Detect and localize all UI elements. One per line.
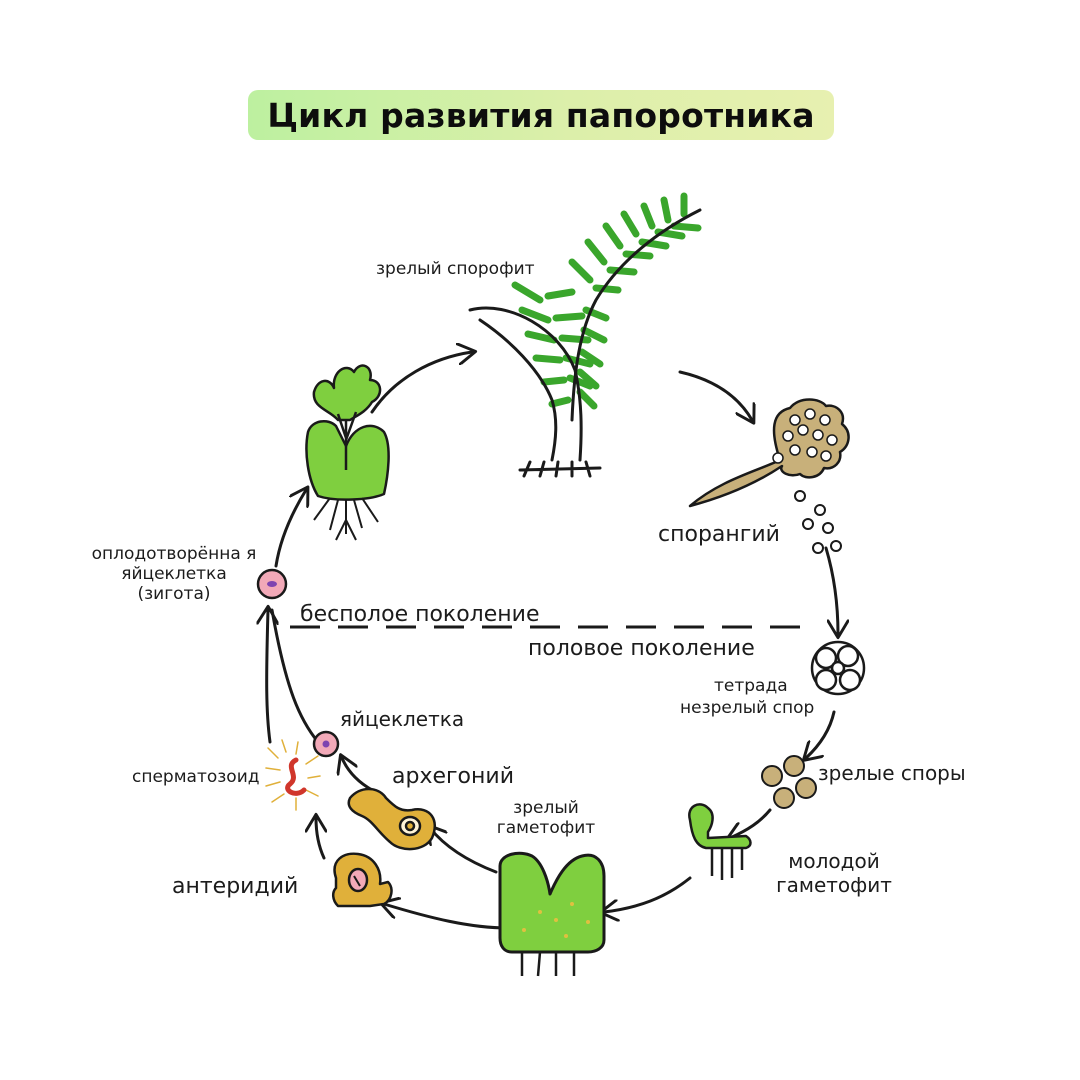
label-sexual-generation: половое поколение <box>528 636 755 661</box>
arrow-to-antheridium <box>384 904 510 930</box>
young-gametophyte-drawing <box>688 803 752 880</box>
arrow-to-sporangium <box>678 370 752 420</box>
sperm-drawing <box>265 739 321 811</box>
arrow-to-archegonium <box>430 828 498 874</box>
label-asexual-generation: бесполое поколение <box>300 602 540 627</box>
label-immature-spores: незрелый спор <box>680 698 815 718</box>
label-zygote: оплодотворённа я яйцеклетка (зигота) <box>91 544 257 605</box>
egg-cell-drawing <box>312 730 340 758</box>
arrow-to-young-gametophyte <box>730 808 772 838</box>
archegonium-drawing <box>347 787 437 851</box>
arrow-zygote-to-young-sporophyte <box>274 490 306 568</box>
mature-sporophyte-drawing <box>468 192 702 478</box>
title-banner: Цикл развития папоротника <box>248 90 834 140</box>
arrow-to-tetrad <box>824 546 838 634</box>
label-archegonium: архегоний <box>392 764 514 789</box>
arrow-antheridium-to-sperm <box>316 818 324 860</box>
tetrad-drawing <box>810 640 866 696</box>
diagram-title: Цикл развития папоротника <box>267 95 815 135</box>
arrow-egg-to-zygote <box>270 608 320 744</box>
young-sporophyte-drawing <box>305 364 390 541</box>
zygote-drawing <box>256 568 288 600</box>
arrow-to-mature-gametophyte <box>604 876 692 912</box>
label-mature-sporophyte: зрелый спорофит <box>376 259 535 279</box>
label-antheridium: антеридий <box>172 874 299 899</box>
label-sporangium: спорангий <box>658 522 780 547</box>
label-mature-gametophyte: зрелый гаметофит <box>496 798 596 839</box>
arrow-to-mature-sporophyte <box>370 352 472 414</box>
arrow-sperm-to-zygote <box>267 610 270 744</box>
cycle-arrows <box>267 352 838 930</box>
label-young-gametophyte: молодой гаметофит <box>776 849 892 897</box>
mature-gametophyte-drawing <box>498 851 606 977</box>
mature-spores-drawing <box>761 755 817 809</box>
arrow-to-mature-spores <box>806 710 836 758</box>
antheridium-drawing <box>332 852 393 908</box>
label-mature-spores: зрелые споры <box>818 761 966 785</box>
label-egg-cell: яйцеклетка <box>340 707 465 731</box>
arrow-archegonium-to-egg <box>342 758 374 792</box>
label-sperm: сперматозоид <box>132 767 260 787</box>
sporangium-drawing <box>688 398 850 554</box>
label-tetrad: тетрада <box>714 676 788 696</box>
